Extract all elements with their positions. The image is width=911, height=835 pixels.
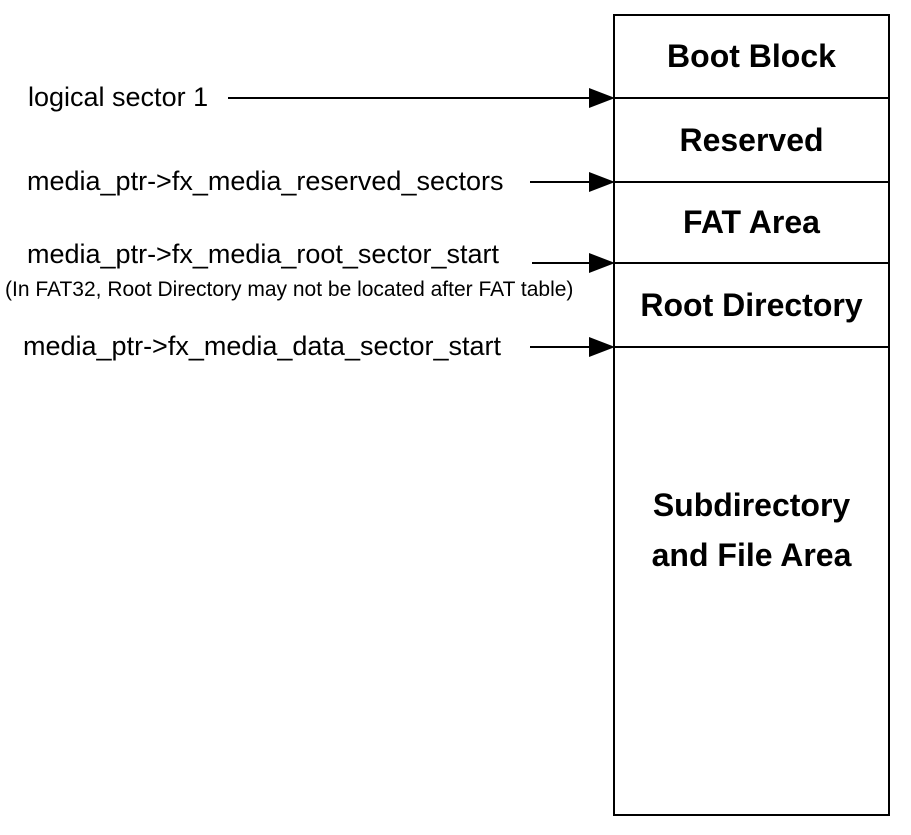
pointer-line [228, 97, 592, 99]
arrowhead-icon [589, 88, 615, 108]
section-subdirectory-and-file-area: Subdirectory and File Area [615, 348, 888, 814]
pointer-line [530, 181, 592, 183]
fat32-root-directory-note: (In FAT32, Root Directory may not be loc… [5, 278, 574, 301]
section-root-directory: Root Directory [615, 264, 888, 348]
section-reserved: Reserved [615, 99, 888, 183]
pointer-line [530, 346, 592, 348]
section-boot-block: Boot Block [615, 16, 888, 99]
pointer-label-root-sector-start: media_ptr->fx_media_root_sector_start [27, 239, 499, 269]
section-label: Reserved [679, 121, 824, 158]
section-label: Boot Block [667, 38, 836, 74]
arrowhead-icon [589, 253, 615, 273]
arrowhead-icon [589, 337, 615, 357]
section-label-line-1: Subdirectory [652, 487, 851, 523]
section-label-line-2: and File Area [651, 537, 852, 573]
pointer-label-logical-sector-1: logical sector 1 [28, 82, 209, 112]
pointer-line [532, 262, 592, 264]
section-label: Root Directory [640, 286, 863, 323]
section-label: FAT Area [683, 204, 820, 240]
arrowhead-icon [589, 172, 615, 192]
pointer-label-data-sector-start: media_ptr->fx_media_data_sector_start [23, 331, 502, 361]
pointer-label-reserved-sectors: media_ptr->fx_media_reserved_sectors [27, 166, 504, 196]
media-layout-box: Boot Block Reserved FAT Area Root Direct… [613, 14, 890, 816]
section-fat-area: FAT Area [615, 183, 888, 264]
